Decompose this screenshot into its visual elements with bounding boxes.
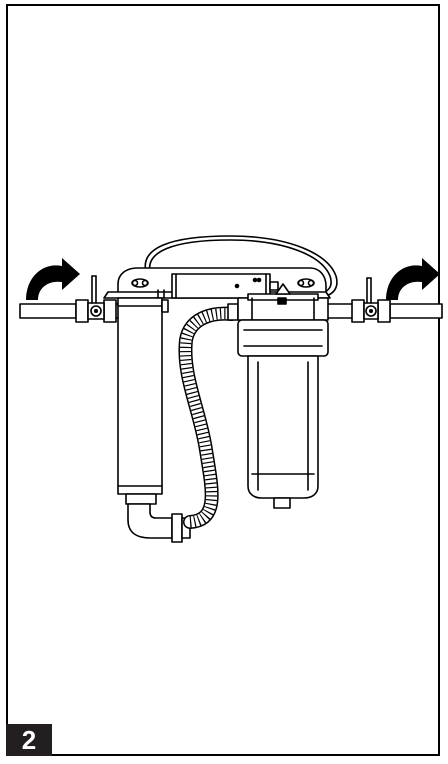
step-number-badge: 2: [6, 724, 52, 756]
right-outlet-pipe: [327, 299, 443, 323]
flexible-hose: [178, 306, 239, 529]
elbow-fitting: [127, 503, 191, 543]
left-inlet-pipe: [19, 299, 125, 323]
uv-chamber: [117, 289, 165, 505]
instruction-frame: [6, 4, 440, 756]
filter-head: [237, 283, 329, 321]
right-ball-valve-icon: [363, 277, 379, 320]
left-ball-valve-icon: [87, 275, 105, 320]
right-curved-arrow-icon: [386, 258, 440, 300]
left-curved-arrow-icon: [26, 258, 80, 300]
unit-connector: [161, 299, 169, 313]
filter-bowl: [237, 319, 329, 509]
hose-connector: [227, 303, 239, 321]
power-cable: [144, 235, 338, 298]
